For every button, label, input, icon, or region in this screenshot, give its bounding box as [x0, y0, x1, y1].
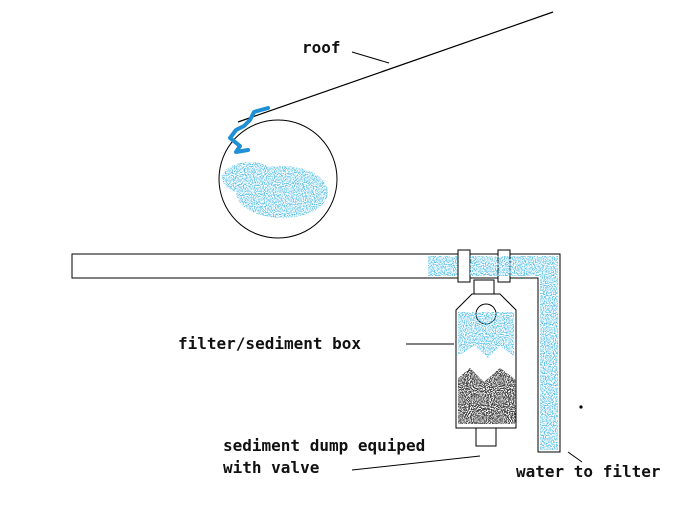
sediment-dump-label-line1: sediment dump equiped: [223, 436, 426, 455]
pipe-coupling-left: [457, 249, 471, 283]
sediment-dump-leader-line: [351, 455, 481, 471]
rain-magnifier-circle: [218, 119, 338, 239]
sediment-dump-label-line2: with valve: [223, 458, 320, 477]
sediment-dump-valve: [475, 427, 497, 447]
rain-water-speckle: [222, 162, 328, 218]
down-pipe-water-speckle: [470, 256, 558, 450]
rain-droplet-stream: [228, 106, 270, 154]
filter-inlet-neck: [473, 279, 495, 295]
stray-dot: [579, 405, 583, 409]
gutter-pipe: [71, 253, 463, 279]
filter-water-speckle: [458, 312, 514, 358]
sediment-speckle: [458, 368, 516, 424]
roof-line: [237, 11, 554, 123]
water-to-filter-leader-line: [567, 451, 583, 463]
water-to-filter-label: water to filter: [516, 462, 661, 481]
roof-label: roof: [302, 38, 341, 57]
filter-box-label: filter/sediment box: [178, 334, 362, 353]
roof-leader-line: [351, 51, 390, 64]
